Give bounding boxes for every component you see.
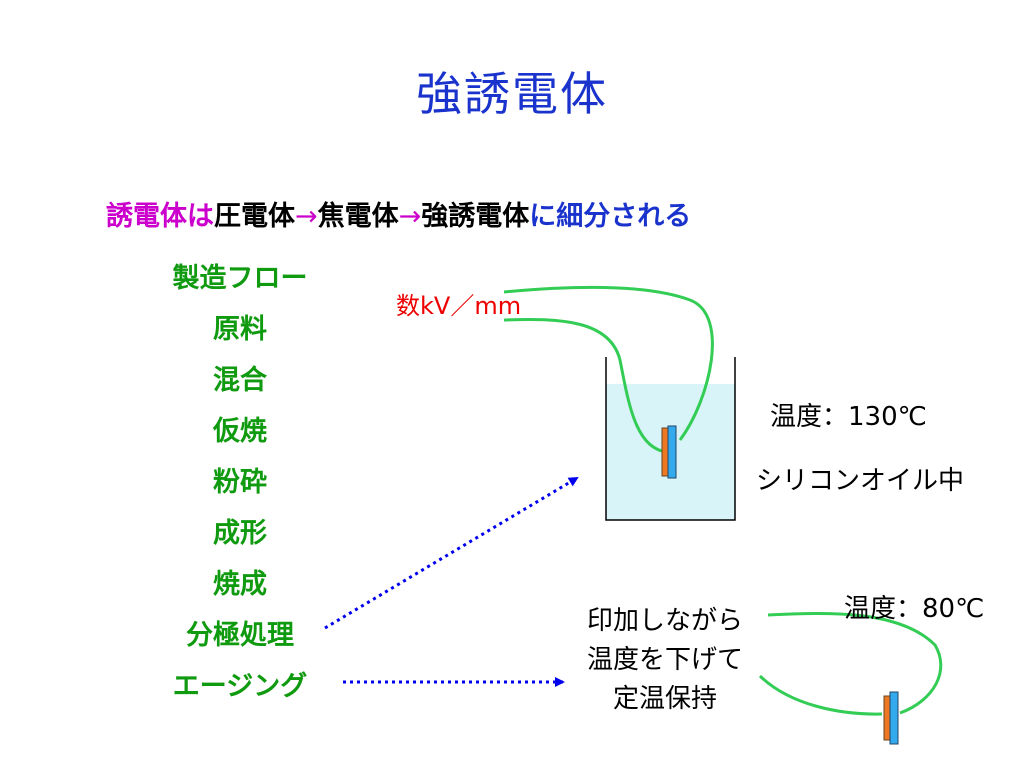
subtitle-subdivided: に細分される	[529, 201, 692, 232]
classification-sentence: 誘電体は圧電体→焦電体→強誘電体に細分される	[106, 194, 691, 233]
bath-medium: シリコンオイル中	[756, 466, 965, 496]
flow-step: 成形	[213, 518, 267, 549]
oil-bath-container	[605, 357, 736, 521]
subtitle-dielectric: 誘電体は	[106, 201, 214, 232]
aging-note: 印加しながら 温度を下げて 定温保持	[560, 602, 770, 719]
flow-step: 仮焼	[213, 416, 267, 447]
subtitle-pyroelectric: 焦電体	[317, 201, 399, 232]
wire-lower	[503, 317, 669, 454]
electrode	[667, 425, 677, 479]
aging-note-line: 印加しながら	[586, 606, 743, 636]
voltage-unit: kV／mm	[420, 292, 522, 320]
aging-note-line: 温度を下げて	[586, 645, 743, 675]
voltage-label: 数kV／mm	[396, 286, 521, 321]
flow-step: 粉砕	[213, 467, 267, 498]
aging-electrode	[889, 691, 899, 745]
subtitle-piezoelectric: 圧電体	[214, 201, 295, 232]
flow-step: 焼成	[213, 569, 267, 600]
manufacturing-flow-list: 製造フロー 原料 混合 仮焼 粉砕 成形 焼成 分極処理 エージング	[140, 262, 340, 721]
subtitle-arrow-2: →	[398, 201, 422, 232]
subtitle-ferroelectric: 強誘電体	[421, 201, 530, 232]
bath-temperature: 温度：130℃	[770, 402, 927, 432]
poling-arrow	[324, 476, 579, 630]
voltage-prefix: 数	[396, 292, 420, 320]
flow-step: 混合	[213, 365, 267, 396]
flow-step: エージング	[172, 671, 308, 702]
page-title: 強誘電体	[416, 67, 608, 121]
aging-wire-lower	[758, 674, 883, 716]
aging-wire-upper	[767, 612, 943, 715]
flow-step: 製造フロー	[172, 263, 308, 294]
wire-upper	[503, 285, 714, 441]
flow-step: 原料	[213, 314, 267, 345]
aging-temperature: 温度：80℃	[844, 594, 985, 624]
aging-note-line: 定温保持	[612, 684, 717, 714]
flow-step: 分極処理	[186, 620, 294, 651]
subtitle-arrow-1: →	[295, 201, 318, 232]
